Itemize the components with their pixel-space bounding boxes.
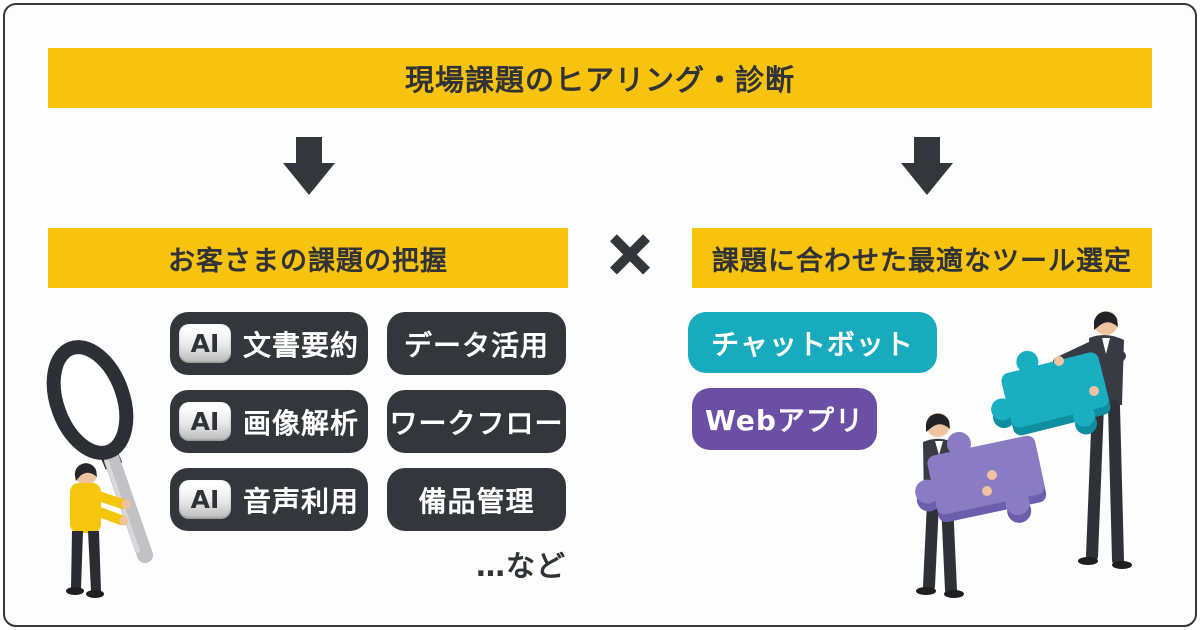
- ai-badge: AI: [178, 324, 231, 363]
- hand: [1089, 386, 1099, 396]
- down-arrow-icon: [283, 137, 335, 195]
- hand: [1054, 356, 1064, 366]
- etc-label: …など: [475, 549, 566, 583]
- puzzle-people-illustration: [915, 311, 1132, 598]
- issue-pill-data: データ活用: [387, 312, 566, 375]
- person-yellow: [66, 463, 131, 598]
- issue-pill-label: 音声利用: [242, 484, 359, 518]
- left-banner: お客さまの課題の把握: [48, 228, 568, 288]
- right-banner-label: 課題に合わせた最適なツール選定: [712, 245, 1132, 277]
- issue-pill-ai-voice: AI 音声利用: [170, 468, 368, 531]
- top-banner-label: 現場課題のヒアリング・診断: [404, 63, 795, 97]
- issue-pill-workflow: ワークフロー: [387, 390, 566, 453]
- issue-pill-equipment: 備品管理: [387, 468, 566, 531]
- top-banner: 現場課題のヒアリング・診断: [48, 48, 1152, 108]
- puzzle-piece-teal: [991, 350, 1111, 436]
- ai-badge: AI: [178, 480, 231, 519]
- left-banner-label: お客さまの課題の把握: [168, 245, 448, 277]
- puzzle-piece-purple: [915, 431, 1047, 523]
- issue-pill-ai-image: AI 画像解析: [170, 390, 368, 453]
- magnifying-glass-person-illustration: [46, 340, 153, 598]
- issue-pill-label: 画像解析: [242, 406, 359, 440]
- tool-pill-label: チャットボット: [711, 327, 914, 361]
- multiply-icon: ×: [603, 216, 657, 289]
- tool-pill-chatbot: チャットボット: [688, 312, 937, 373]
- tool-pill-label: Webアプリ: [705, 404, 864, 437]
- issue-pill-grid: AI 文書要約 データ活用 AI 画像解析 ワークフロー AI 音声利用 備品管…: [170, 312, 566, 531]
- right-banner: 課題に合わせた最適なツール選定: [692, 228, 1152, 288]
- issue-pill-label: 文書要約: [242, 328, 359, 362]
- person-suit-right: [1053, 311, 1132, 569]
- issue-pill-ai-document: AI 文書要約: [170, 312, 368, 375]
- ai-badge: AI: [178, 402, 231, 441]
- hand: [982, 486, 992, 496]
- issue-pill-label: 備品管理: [418, 484, 535, 518]
- hand: [987, 470, 997, 480]
- tool-pill-webapp: Webアプリ: [692, 388, 877, 450]
- issue-pill-label: データ活用: [403, 328, 549, 362]
- issue-pill-label: ワークフロー: [389, 406, 564, 440]
- down-arrow-icon: [901, 137, 953, 195]
